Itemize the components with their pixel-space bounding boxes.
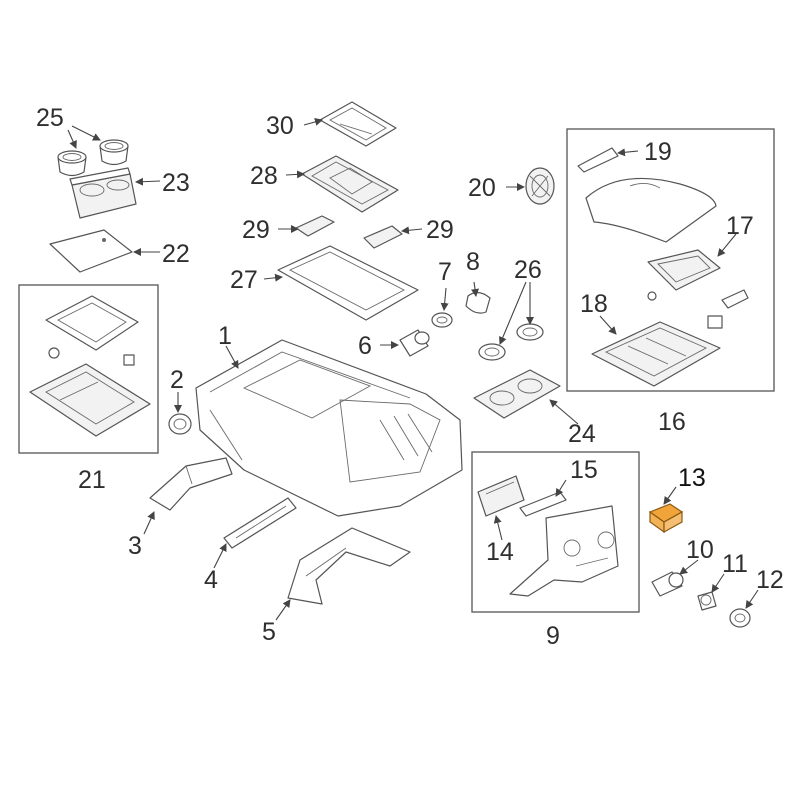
- callout-29-right[interactable]: 29: [426, 216, 454, 244]
- callout-18[interactable]: 18: [580, 290, 608, 318]
- part-4-rail[interactable]: [223, 497, 297, 549]
- part-24-cup-bezel[interactable]: [473, 369, 561, 419]
- callout-20[interactable]: 20: [468, 174, 496, 202]
- callout-30[interactable]: 30: [266, 112, 294, 140]
- callout-24[interactable]: 24: [568, 420, 596, 448]
- callout-6[interactable]: 6: [358, 332, 372, 360]
- part-7-grommet[interactable]: [431, 312, 453, 328]
- part-12-cap[interactable]: [729, 608, 751, 628]
- part-14-vent[interactable]: [477, 475, 525, 517]
- part-18-base-tray[interactable]: [591, 321, 721, 387]
- callout-labels: 25 23 22 21 30 28 29 29 27 20 7 8 26 6 2…: [36, 104, 784, 650]
- callout-3[interactable]: 3: [128, 532, 142, 560]
- callout-2[interactable]: 2: [170, 366, 184, 394]
- part-25-cup-inserts[interactable]: [57, 139, 129, 177]
- part-20-switch[interactable]: [525, 167, 555, 205]
- callout-17[interactable]: 17: [726, 212, 754, 240]
- part-6-socket[interactable]: [399, 329, 430, 357]
- callout-21[interactable]: 21: [78, 466, 106, 494]
- armrest-lid[interactable]: [585, 177, 717, 243]
- callout-16[interactable]: 16: [658, 408, 686, 436]
- part-30-upper-tray[interactable]: [319, 101, 397, 147]
- part-27-lid-panel[interactable]: [277, 245, 419, 321]
- part-22-mat[interactable]: [49, 229, 133, 273]
- part-19-button[interactable]: [577, 147, 619, 173]
- callout-26[interactable]: 26: [514, 256, 542, 284]
- callout-5[interactable]: 5: [262, 618, 276, 646]
- callout-11[interactable]: 11: [722, 550, 748, 578]
- callout-15[interactable]: 15: [570, 456, 598, 484]
- part-13-front: [663, 510, 683, 534]
- part-23-cup-holder[interactable]: [69, 167, 137, 219]
- group-box-21: [18, 284, 159, 454]
- part-2-ring[interactable]: [168, 413, 192, 435]
- part-26-cup-inserts[interactable]: [478, 323, 544, 361]
- part-17-hinge[interactable]: [647, 249, 749, 329]
- part-21-storage-bin[interactable]: [29, 295, 151, 437]
- callout-13[interactable]: 13: [678, 464, 706, 492]
- part-15-label[interactable]: [519, 491, 567, 517]
- part-29-clip-left[interactable]: [295, 215, 335, 237]
- callout-10[interactable]: 10: [686, 536, 714, 564]
- group-box-9: [471, 451, 640, 613]
- callout-14[interactable]: 14: [486, 538, 514, 566]
- part-5-support[interactable]: [287, 527, 411, 605]
- callout-25[interactable]: 25: [36, 104, 64, 132]
- callout-22[interactable]: 22: [162, 240, 190, 268]
- callout-12[interactable]: 12: [756, 566, 784, 594]
- part-10-connector[interactable]: [651, 571, 684, 597]
- callout-8[interactable]: 8: [466, 248, 480, 276]
- part-1-console-body[interactable]: [195, 339, 463, 517]
- leader-lines: [67, 118, 759, 621]
- callout-7[interactable]: 7: [438, 258, 452, 286]
- part-3-bracket[interactable]: [149, 457, 233, 511]
- part-13-highlighted[interactable]: [648, 503, 684, 534]
- part-29-clip-right[interactable]: [363, 225, 403, 249]
- callout-23[interactable]: 23: [162, 169, 190, 197]
- part-8-bracket[interactable]: [465, 291, 491, 314]
- part-28-storage-tray[interactable]: [301, 155, 399, 213]
- callout-1[interactable]: 1: [218, 322, 232, 350]
- callout-27[interactable]: 27: [230, 266, 258, 294]
- group-box-16: [566, 128, 775, 392]
- part-9-rear-panel[interactable]: [509, 505, 619, 597]
- callout-29-left[interactable]: 29: [242, 216, 270, 244]
- callout-19[interactable]: 19: [644, 138, 672, 166]
- callout-4[interactable]: 4: [204, 566, 218, 594]
- part-11-nut[interactable]: [697, 591, 717, 611]
- callout-28[interactable]: 28: [250, 162, 278, 190]
- callout-9[interactable]: 9: [546, 622, 560, 650]
